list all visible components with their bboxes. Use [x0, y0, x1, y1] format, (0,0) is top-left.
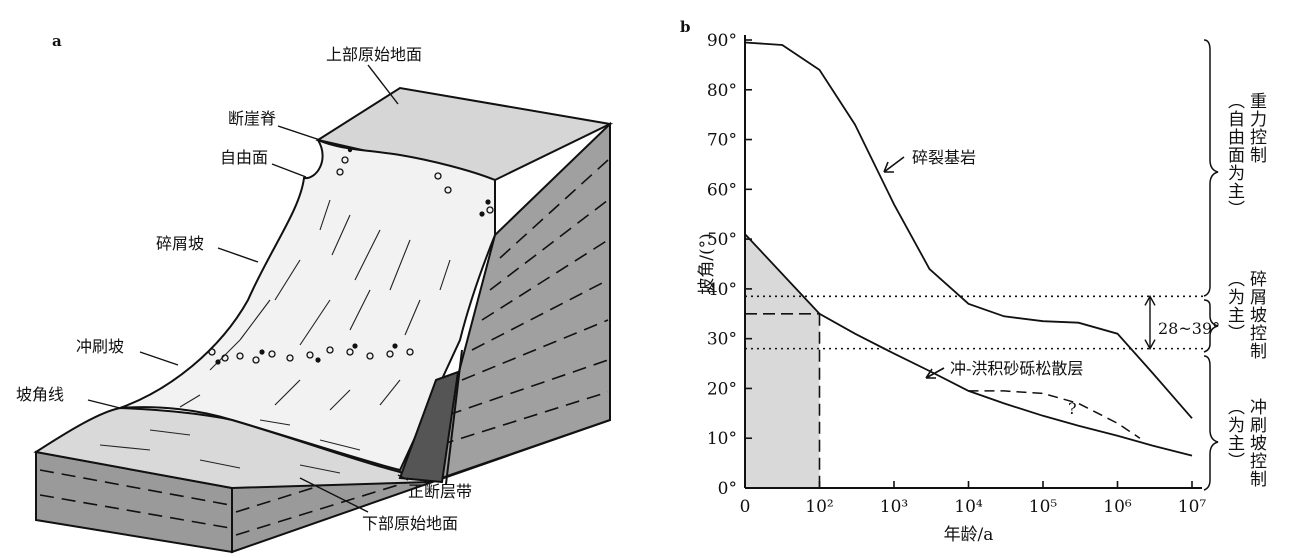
zone-debris-sub: （为主） — [1224, 270, 1244, 342]
y-tick-label: 70° — [707, 131, 737, 151]
y-tick-label: 60° — [707, 180, 737, 200]
alluvium-curve-label: 冲-洪积砂砾松散层 — [950, 359, 1083, 378]
x-axis-label: 年龄/a — [944, 525, 994, 545]
bedrock-label-arrow — [883, 156, 905, 173]
y-tick-label: 90° — [707, 31, 737, 51]
x-tick-label: 0 — [740, 497, 751, 517]
shaded-region — [745, 189, 820, 489]
block-diagram — [33, 64, 614, 554]
bedrock-curve-label: 碎裂基岩 — [912, 148, 976, 167]
series-bedrock-line — [744, 41, 1193, 419]
alluvium-label-arrow — [925, 367, 945, 379]
y-tick-label: 0° — [718, 479, 737, 499]
series-question-line — [968, 390, 1141, 439]
zone-gravity-main: 重力控制 — [1246, 92, 1266, 164]
zone-gravity-label: 重力控制 （自由面为主） — [1224, 92, 1266, 218]
y-tick-label: 20° — [707, 379, 737, 399]
x-tick-label: 10⁶ — [1103, 497, 1132, 517]
zone-wash-sub: （为主） — [1224, 398, 1244, 470]
zone-wash-label: 冲刷坡控制 （为主） — [1224, 398, 1266, 488]
upper-surface-label: 上部原始地面 — [326, 45, 422, 64]
zone-debris-label: 碎屑坡控制 （为主） — [1224, 270, 1266, 360]
question-mark-label: ? — [1068, 399, 1077, 418]
y-tick-label: 30° — [707, 330, 737, 350]
range-arrow-head-top — [1144, 294, 1156, 306]
y-tick-label: 80° — [707, 81, 737, 101]
y-axis-label: 坡角/(°) — [697, 233, 717, 295]
panel-b-label: b — [680, 18, 691, 36]
debris-slope-label: 碎屑坡 — [156, 234, 204, 253]
x-tick-label: 10⁷ — [1178, 497, 1207, 517]
x-tick-label: 10³ — [880, 497, 908, 517]
x-tick-label: 10² — [805, 497, 833, 517]
pebble-filled — [215, 147, 491, 365]
x-tick-label: 10⁴ — [954, 497, 983, 517]
scarp-ridge-label: 断崖脊 — [228, 109, 276, 128]
range-label: 28~39° — [1158, 319, 1220, 338]
series-alluvium-line — [744, 189, 1193, 457]
slope-age-chart: 0° 10° 20° 30° 40° 50° 60° 70° 80° 90° 0 10² 10³ 10⁴ 1… — [697, 31, 1220, 545]
free-face-label: 自由面 — [220, 148, 268, 167]
zone-debris-main: 碎屑坡控制 — [1246, 270, 1266, 360]
range-arrow-head-bottom — [1144, 339, 1156, 351]
strata-lines — [39, 159, 609, 536]
zone-brackets — [1203, 39, 1219, 491]
lower-surface — [33, 406, 431, 490]
fault-zone-band — [398, 370, 460, 484]
leader-lines — [87, 64, 409, 513]
pebble-dots — [208, 156, 494, 364]
slope-break-label: 坡角线 — [16, 385, 64, 404]
slope-texture — [99, 199, 451, 474]
panel-a-label: a — [52, 32, 62, 50]
y-tick-label: 50° — [707, 230, 737, 250]
zone-wash-main: 冲刷坡控制 — [1246, 398, 1266, 488]
lower-surface-label: 下部原始地面 — [362, 514, 458, 533]
fault-line — [445, 349, 463, 485]
fault-zone-label: 正断层带 — [408, 482, 472, 501]
wash-slope-label: 冲刷坡 — [76, 337, 124, 356]
x-tick-label: 10⁵ — [1029, 497, 1058, 517]
zone-gravity-sub: （自由面为主） — [1224, 92, 1244, 218]
y-tick-label: 40° — [707, 280, 737, 300]
y-tick-label: 10° — [707, 429, 737, 449]
